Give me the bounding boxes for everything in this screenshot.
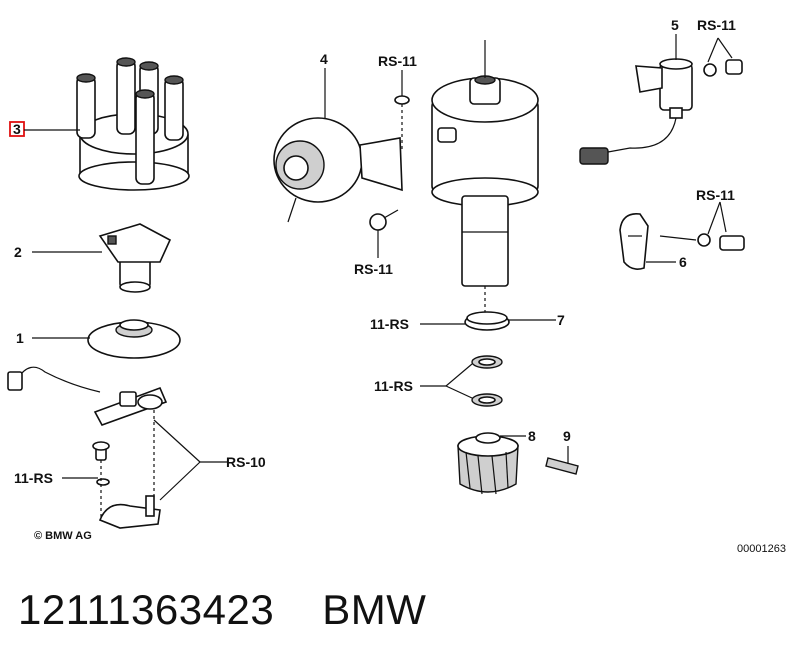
part-8-label[interactable]: 8	[528, 428, 536, 444]
part-number-footer: 12111363423 BMW	[18, 586, 474, 634]
part-2-label[interactable]: 2	[14, 244, 22, 260]
rs-11-sensor-label[interactable]: RS-11	[697, 17, 736, 33]
rs-11-clip-label[interactable]: RS-11	[696, 187, 735, 203]
rs-10-label[interactable]: RS-10	[226, 454, 266, 470]
part-4-label[interactable]: 4	[320, 51, 328, 67]
distributor-cap-part[interactable]	[76, 57, 190, 191]
rs-11-left-label[interactable]: 11-RS	[14, 470, 53, 486]
vacuum-screw-top[interactable]	[394, 95, 410, 105]
copyright-text: © BMW AG	[34, 530, 92, 542]
part-3-highlight-box	[9, 121, 25, 137]
brand-name: BMW	[322, 586, 427, 633]
rotor-part[interactable]	[98, 223, 172, 293]
seal-ring-part[interactable]	[464, 311, 510, 331]
part-3-label[interactable]: 3	[13, 121, 21, 137]
drive-gear-part[interactable]	[457, 432, 519, 495]
rs-11-top-label[interactable]: RS-11	[378, 53, 417, 69]
contact-breaker-part[interactable]	[7, 366, 168, 426]
vacuum-unit-part[interactable]	[273, 117, 403, 223]
part-5-label[interactable]: 5	[671, 17, 679, 33]
sensor-part[interactable]	[579, 58, 743, 165]
rs-11-ring-label[interactable]: 11-RS	[374, 378, 413, 394]
part-6-label[interactable]: 6	[679, 254, 687, 270]
rs-11-mid-label[interactable]: RS-11	[354, 261, 393, 277]
lower-bracket-part[interactable]	[92, 441, 161, 529]
part-9-label[interactable]: 9	[563, 428, 571, 444]
diagram-id: 00001263	[737, 543, 786, 555]
part-7-label[interactable]: 7	[557, 312, 565, 328]
vacuum-screw-bottom[interactable]	[369, 209, 399, 231]
part-number[interactable]: 12111363423	[18, 586, 275, 633]
clip-part[interactable]	[619, 213, 745, 270]
distributor-housing-part[interactable]	[431, 75, 539, 287]
rs-11-seal-label[interactable]: 11-RS	[370, 316, 409, 332]
dust-shield-part[interactable]	[87, 319, 181, 359]
part-1-label[interactable]: 1	[16, 330, 24, 346]
pin-part[interactable]	[545, 457, 579, 475]
washer-rings-part[interactable]	[471, 355, 503, 407]
